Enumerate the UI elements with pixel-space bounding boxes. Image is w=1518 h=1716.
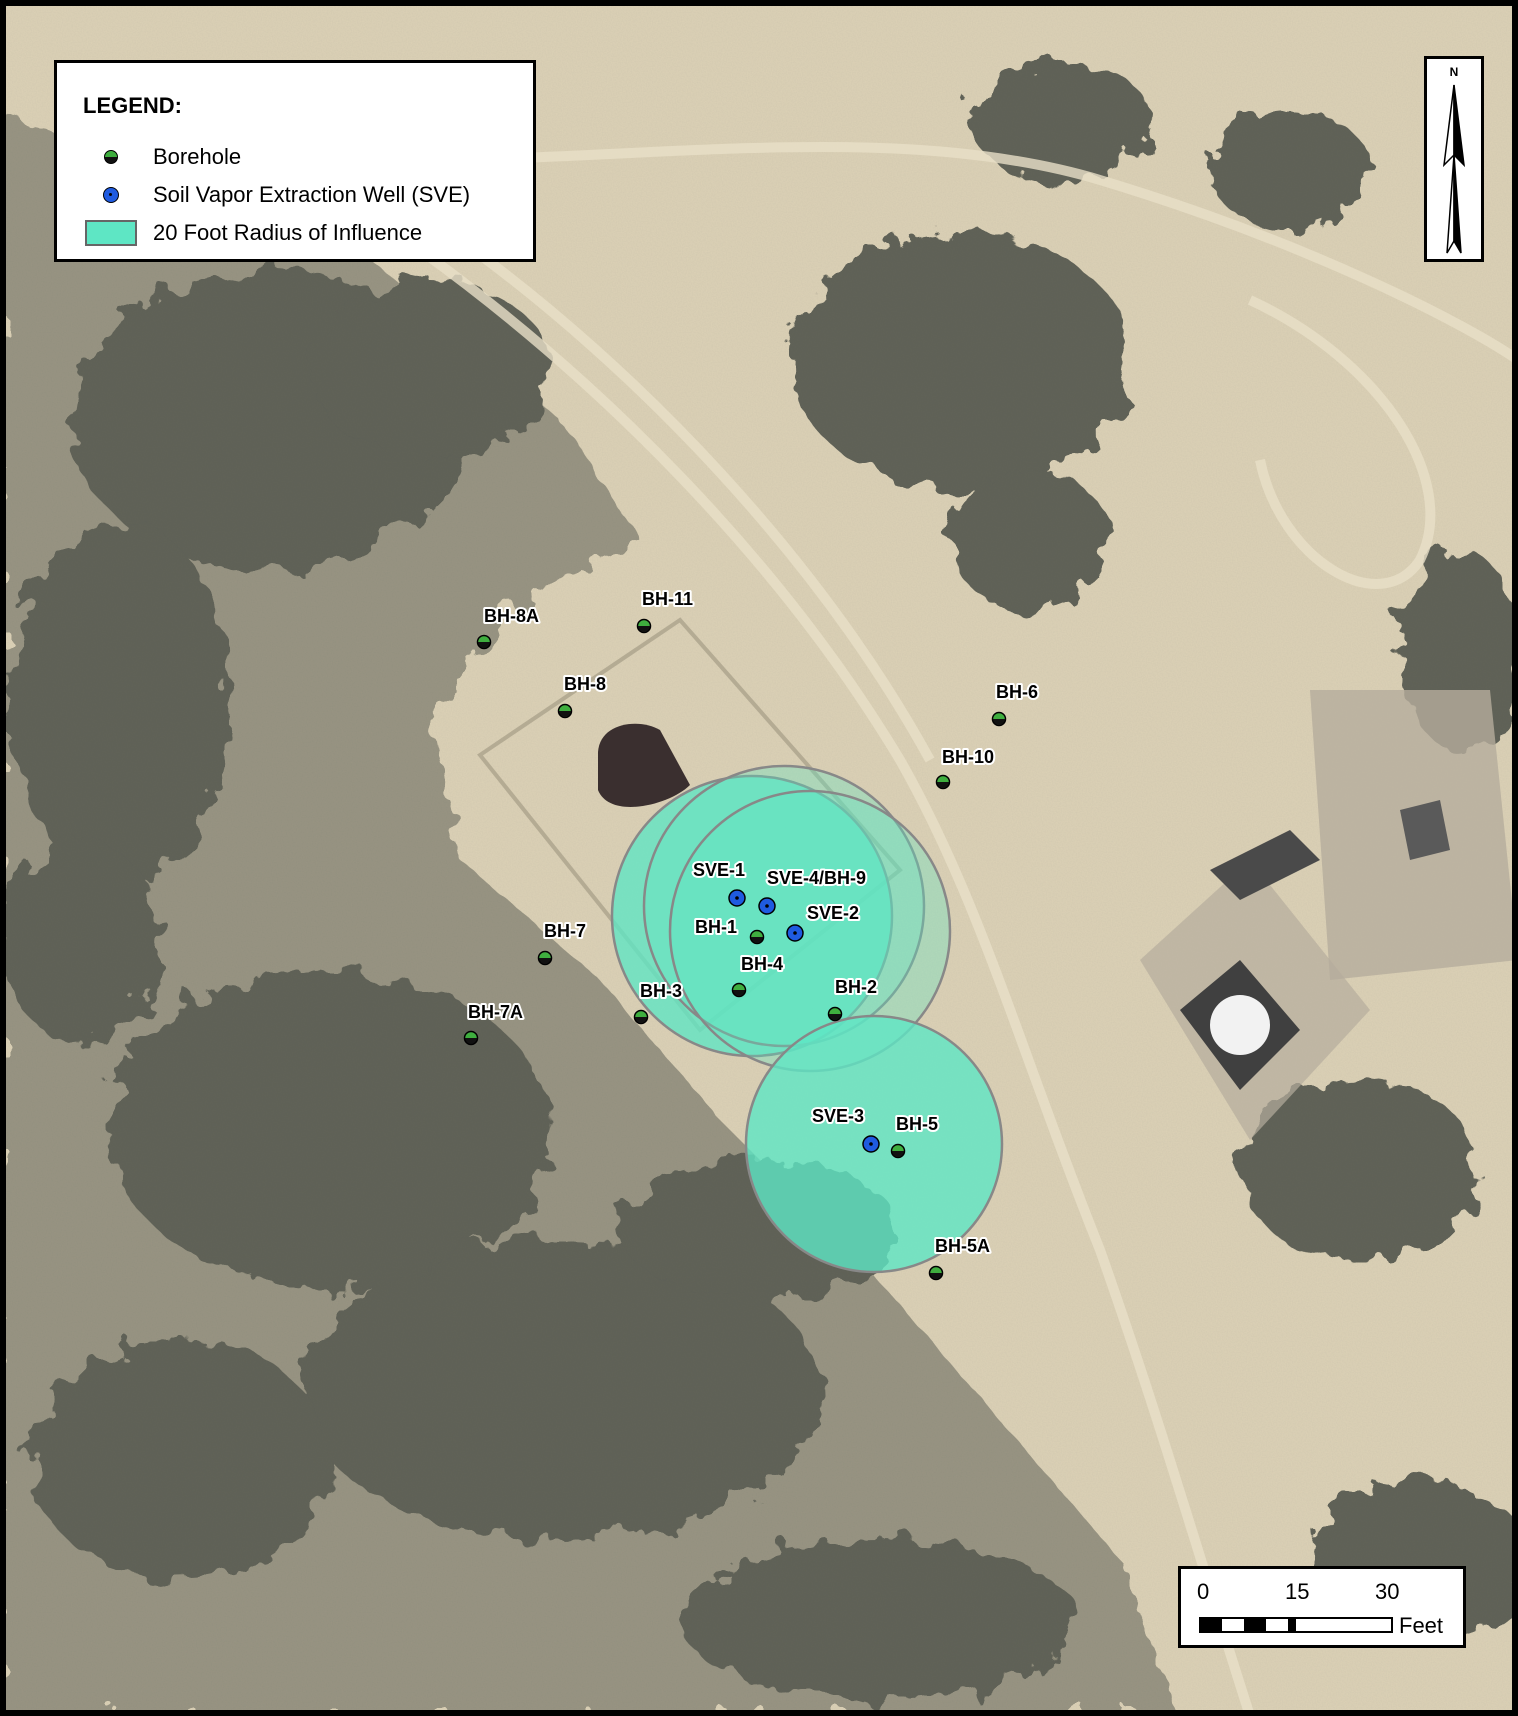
label-bh-2: BH-2 xyxy=(835,977,877,997)
borehole-icon xyxy=(104,150,118,164)
north-arrow: N xyxy=(1424,56,1484,262)
legend-item-borehole: Borehole xyxy=(83,143,241,171)
label-bh-8a: BH-8A xyxy=(484,606,539,626)
sve-well-sve-4-bh-9 xyxy=(758,897,776,915)
vegetation xyxy=(0,60,1518,1716)
legend-label-borehole: Borehole xyxy=(153,144,242,169)
label-bh-8: BH-8 xyxy=(564,674,606,694)
label-bh-7: BH-7 xyxy=(544,921,586,941)
label-bh-10: BH-10 xyxy=(942,747,994,767)
borehole-bh-3 xyxy=(633,1009,649,1025)
borehole-bh-7a xyxy=(463,1030,479,1046)
scale-bar: 0 15 30 Feet xyxy=(1178,1566,1466,1648)
scale-tick-30: 30 xyxy=(1375,1579,1400,1604)
radius-swatch xyxy=(85,220,137,246)
sve-well-sve-2 xyxy=(786,924,804,942)
roi-circle-sve-4 xyxy=(642,764,926,1048)
legend: LEGEND: Borehole Soil Vapor Extraction W… xyxy=(54,60,536,262)
scale-bar-graphic xyxy=(1199,1617,1393,1633)
borehole-bh-8 xyxy=(557,703,573,719)
sve-well-icon xyxy=(103,187,119,203)
label-bh-5: BH-5 xyxy=(896,1114,938,1134)
sve-well-sve-3 xyxy=(862,1135,880,1153)
legend-item-radius: 20 Foot Radius of Influence xyxy=(83,219,422,247)
north-arrow-icon xyxy=(1442,84,1466,254)
label-sve-2: SVE-2 xyxy=(807,903,859,923)
borehole-bh-7 xyxy=(537,950,553,966)
label-bh-4: BH-4 xyxy=(741,954,783,974)
wellhead-pad xyxy=(1140,690,1518,1140)
label-sve-3: SVE-3 xyxy=(812,1106,864,1126)
sve-points xyxy=(728,889,880,1153)
tank xyxy=(598,723,690,807)
dirt-tracks xyxy=(417,141,1518,1716)
borehole-bh-5a xyxy=(928,1265,944,1281)
north-label: N xyxy=(1449,65,1459,79)
scale-tick-15: 15 xyxy=(1285,1579,1310,1604)
borehole-points xyxy=(463,618,1007,1281)
borehole-bh-8a xyxy=(476,634,492,650)
scale-unit: Feet xyxy=(1399,1613,1444,1638)
label-sve-4-bh-9: SVE-4/BH-9 xyxy=(767,868,866,888)
label-bh-5a: BH-5A xyxy=(935,1236,990,1256)
borehole-bh-4 xyxy=(731,982,747,998)
borehole-bh-10 xyxy=(935,774,951,790)
legend-item-sve: Soil Vapor Extraction Well (SVE) xyxy=(83,181,470,209)
label-bh-7a: BH-7A xyxy=(468,1002,523,1022)
legend-title: LEGEND: xyxy=(83,93,182,118)
borehole-bh-2 xyxy=(827,1006,843,1022)
label-bh-11: BH-11 xyxy=(642,589,693,609)
label-bh-6: BH-6 xyxy=(996,682,1038,702)
scale-tick-0: 0 xyxy=(1197,1579,1210,1604)
label-sve-1: SVE-1 xyxy=(693,860,745,880)
sve-well-sve-1 xyxy=(728,889,746,907)
label-bh-1: BH-1 xyxy=(695,917,737,937)
borehole-bh-11 xyxy=(636,618,652,634)
legend-label-sve: Soil Vapor Extraction Well (SVE) xyxy=(153,182,471,207)
label-bh-3: BH-3 xyxy=(640,981,682,1001)
borehole-bh-1 xyxy=(749,929,765,945)
borehole-bh-6 xyxy=(991,711,1007,727)
legend-label-radius: 20 Foot Radius of Influence xyxy=(153,220,423,245)
borehole-bh-5 xyxy=(890,1143,906,1159)
